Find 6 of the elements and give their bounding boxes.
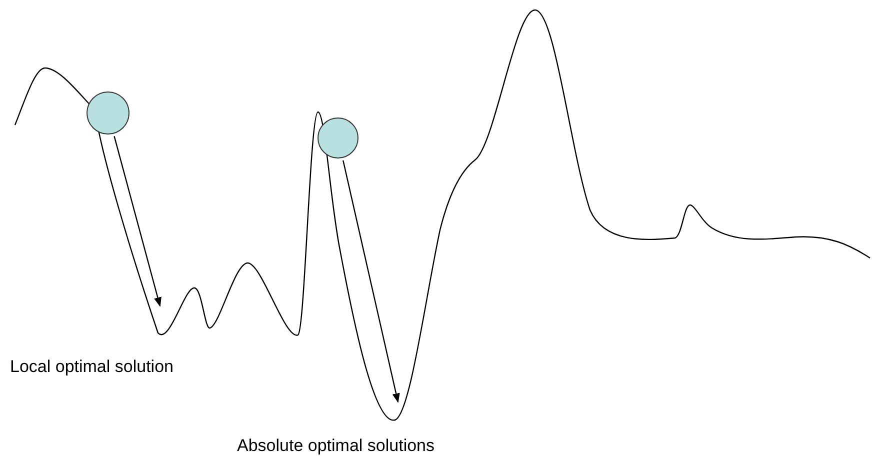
ball: [86, 91, 130, 135]
annotation-text: Absolute optimal solutions: [237, 436, 435, 456]
arrow: [342, 160, 400, 403]
ball: [317, 117, 359, 159]
arrow: [114, 136, 162, 307]
annotation-text: Local optimal solution: [10, 357, 174, 377]
